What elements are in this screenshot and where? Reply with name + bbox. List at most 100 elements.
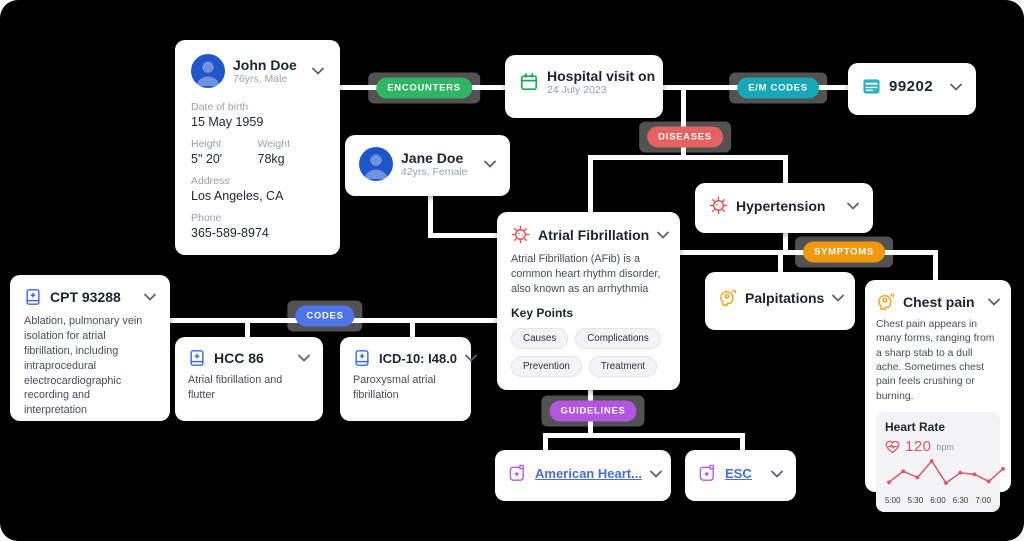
symptom-name: Palpitations bbox=[745, 289, 825, 306]
symptom-name: Chest pain bbox=[903, 293, 975, 310]
disease-description: Atrial Fibrillation (AFib) is a common h… bbox=[511, 253, 661, 295]
edge-to-chest-pain bbox=[933, 250, 938, 280]
heart-rate-x-labels: 5:00 5:30 6:00 6:30 7:00 bbox=[885, 496, 991, 505]
chevron-down-icon[interactable] bbox=[988, 298, 1000, 306]
edge-to-esc bbox=[740, 433, 745, 450]
chevron-down-icon[interactable] bbox=[832, 294, 845, 302]
em-codes-badge: E/M CODES bbox=[729, 72, 827, 104]
edge-diseases-split bbox=[588, 155, 788, 160]
chip-treatment[interactable]: Treatment bbox=[588, 355, 658, 377]
chip-causes[interactable]: Causes bbox=[511, 327, 569, 349]
em-code-value: 99202 bbox=[889, 78, 934, 95]
encounter-date: 24 July 2023 bbox=[547, 84, 607, 96]
encounters-badge-label: ENCOUNTERS bbox=[376, 77, 472, 99]
field-label: Weight bbox=[257, 138, 291, 150]
calendar-icon bbox=[519, 72, 539, 92]
disease-card-atrial-fibrillation[interactable]: Atrial Fibrillation Atrial Fibrillation … bbox=[497, 212, 680, 390]
code-title: ICD-10: I48.0 bbox=[379, 350, 458, 366]
heart-rate-panel: Heart Rate 120 bpm 5:00 5:30 6:00 6:30 7… bbox=[876, 412, 1005, 513]
encounter-card-hospital-visit[interactable]: Hospital visit on 24 July 2023 bbox=[505, 55, 663, 118]
symptom-head-icon bbox=[718, 288, 737, 307]
patient-card-jane-doe[interactable]: Jane Doe 42yrs, Female bbox=[345, 135, 510, 196]
disease-icon bbox=[511, 225, 530, 244]
guidelines-badge: GUIDELINES bbox=[541, 395, 645, 427]
guidelines-badge-label: GUIDELINES bbox=[549, 400, 637, 422]
chip-prevention[interactable]: Prevention bbox=[511, 355, 582, 377]
edge-to-icd bbox=[410, 318, 415, 337]
guideline-link[interactable]: American Heart... bbox=[535, 466, 642, 481]
encounters-badge: ENCOUNTERS bbox=[368, 72, 480, 104]
code-card-hcc[interactable]: HCC 86 Atrial fibrillation and flutter bbox=[175, 337, 323, 421]
disease-card-hypertension[interactable]: Hypertension bbox=[695, 183, 873, 233]
patient-meta: 42yrs, Female bbox=[401, 166, 468, 178]
em-code-icon bbox=[862, 77, 881, 96]
guideline-link[interactable]: ESC bbox=[725, 466, 752, 481]
field-value: Los Angeles, CA bbox=[191, 189, 284, 203]
em-code-card[interactable]: 99202 bbox=[848, 63, 976, 115]
disease-icon bbox=[709, 196, 728, 215]
chevron-down-icon[interactable] bbox=[950, 83, 962, 91]
edge-hypertension-symptoms bbox=[783, 233, 788, 255]
edge-to-hcc bbox=[245, 318, 250, 337]
code-book-icon bbox=[24, 288, 42, 306]
code-card-icd10[interactable]: ICD-10: I48.0 Paroxysmal atrial fibrilla… bbox=[340, 337, 477, 421]
em-codes-badge-label: E/M CODES bbox=[737, 77, 819, 99]
patient-meta: 76yrs, Male bbox=[233, 73, 288, 85]
field-label: Address bbox=[191, 175, 230, 187]
field-label: Phone bbox=[191, 212, 222, 224]
edge-to-hypertension bbox=[783, 155, 788, 183]
key-points-label: Key Points bbox=[511, 305, 574, 320]
field-value: 365-589-8974 bbox=[191, 226, 269, 240]
disease-name: Atrial Fibrillation bbox=[538, 226, 650, 243]
x-label: 6:30 bbox=[952, 496, 969, 506]
edge-to-aha bbox=[543, 433, 548, 450]
heart-rate-value: 120 bbox=[905, 438, 932, 456]
symptoms-badge: SYMPTOMS bbox=[795, 236, 893, 268]
patient-card-john-doe[interactable]: John Doe 76yrs, Male Date of birth 15 Ma… bbox=[175, 40, 340, 255]
code-book-icon bbox=[353, 349, 371, 367]
chevron-down-icon[interactable] bbox=[650, 470, 662, 478]
field-label: Date of birth bbox=[191, 101, 249, 113]
symptom-card-palpitations[interactable]: Palpitations bbox=[705, 272, 855, 330]
code-card-cpt[interactable]: CPT 93288 Ablation, pulmonary vein isola… bbox=[10, 275, 170, 421]
patient-name: John Doe bbox=[233, 57, 297, 73]
x-label: 6:00 bbox=[930, 496, 946, 506]
guideline-icon bbox=[698, 464, 717, 483]
symptom-card-chest-pain[interactable]: Chest pain Chest pain appears in many fo… bbox=[865, 280, 1011, 513]
chevron-down-icon[interactable] bbox=[298, 354, 310, 362]
chevron-down-icon[interactable] bbox=[771, 470, 783, 478]
code-description: Ablation, pulmonary vein isolation for a… bbox=[24, 315, 143, 417]
code-title: HCC 86 bbox=[214, 350, 264, 366]
heart-icon bbox=[885, 440, 900, 454]
symptom-head-icon bbox=[876, 292, 895, 311]
chevron-down-icon[interactable] bbox=[657, 231, 670, 239]
edge-to-palpitations bbox=[778, 250, 783, 272]
chevron-down-icon[interactable] bbox=[484, 160, 496, 168]
chevron-down-icon[interactable] bbox=[144, 293, 156, 301]
chip-complications[interactable]: Complications bbox=[575, 327, 661, 349]
avatar bbox=[191, 54, 225, 88]
field-value: 5" 20' bbox=[191, 152, 223, 166]
key-points-chips: Causes Complications Prevention Treatmen… bbox=[511, 327, 666, 377]
heart-rate-sparkline bbox=[887, 459, 1005, 486]
guideline-card-aha[interactable]: American Heart... bbox=[495, 450, 671, 501]
code-book-icon bbox=[188, 349, 206, 367]
heart-rate-title: Heart Rate bbox=[885, 420, 946, 435]
guideline-card-esc[interactable]: ESC bbox=[685, 450, 796, 501]
heart-rate-unit: bpm bbox=[936, 441, 955, 452]
codes-badge-label: CODES bbox=[295, 305, 355, 327]
chevron-down-icon[interactable] bbox=[465, 354, 477, 362]
field-value: 78kg bbox=[257, 152, 285, 166]
x-label: 5:00 bbox=[885, 496, 901, 506]
encounter-title: Hospital visit on bbox=[547, 68, 656, 84]
symptoms-badge-label: SYMPTOMS bbox=[803, 241, 885, 263]
field-label: Height bbox=[191, 138, 222, 150]
chevron-down-icon[interactable] bbox=[312, 67, 324, 75]
diseases-badge-label: DISEASES bbox=[647, 126, 723, 148]
chevron-down-icon[interactable] bbox=[847, 202, 859, 210]
symptom-description: Chest pain appears in many forms, rangin… bbox=[876, 319, 995, 402]
codes-badge: CODES bbox=[287, 300, 363, 332]
edge-jane-down bbox=[428, 195, 433, 238]
code-description: Atrial fibrillation and flutter bbox=[188, 374, 283, 401]
